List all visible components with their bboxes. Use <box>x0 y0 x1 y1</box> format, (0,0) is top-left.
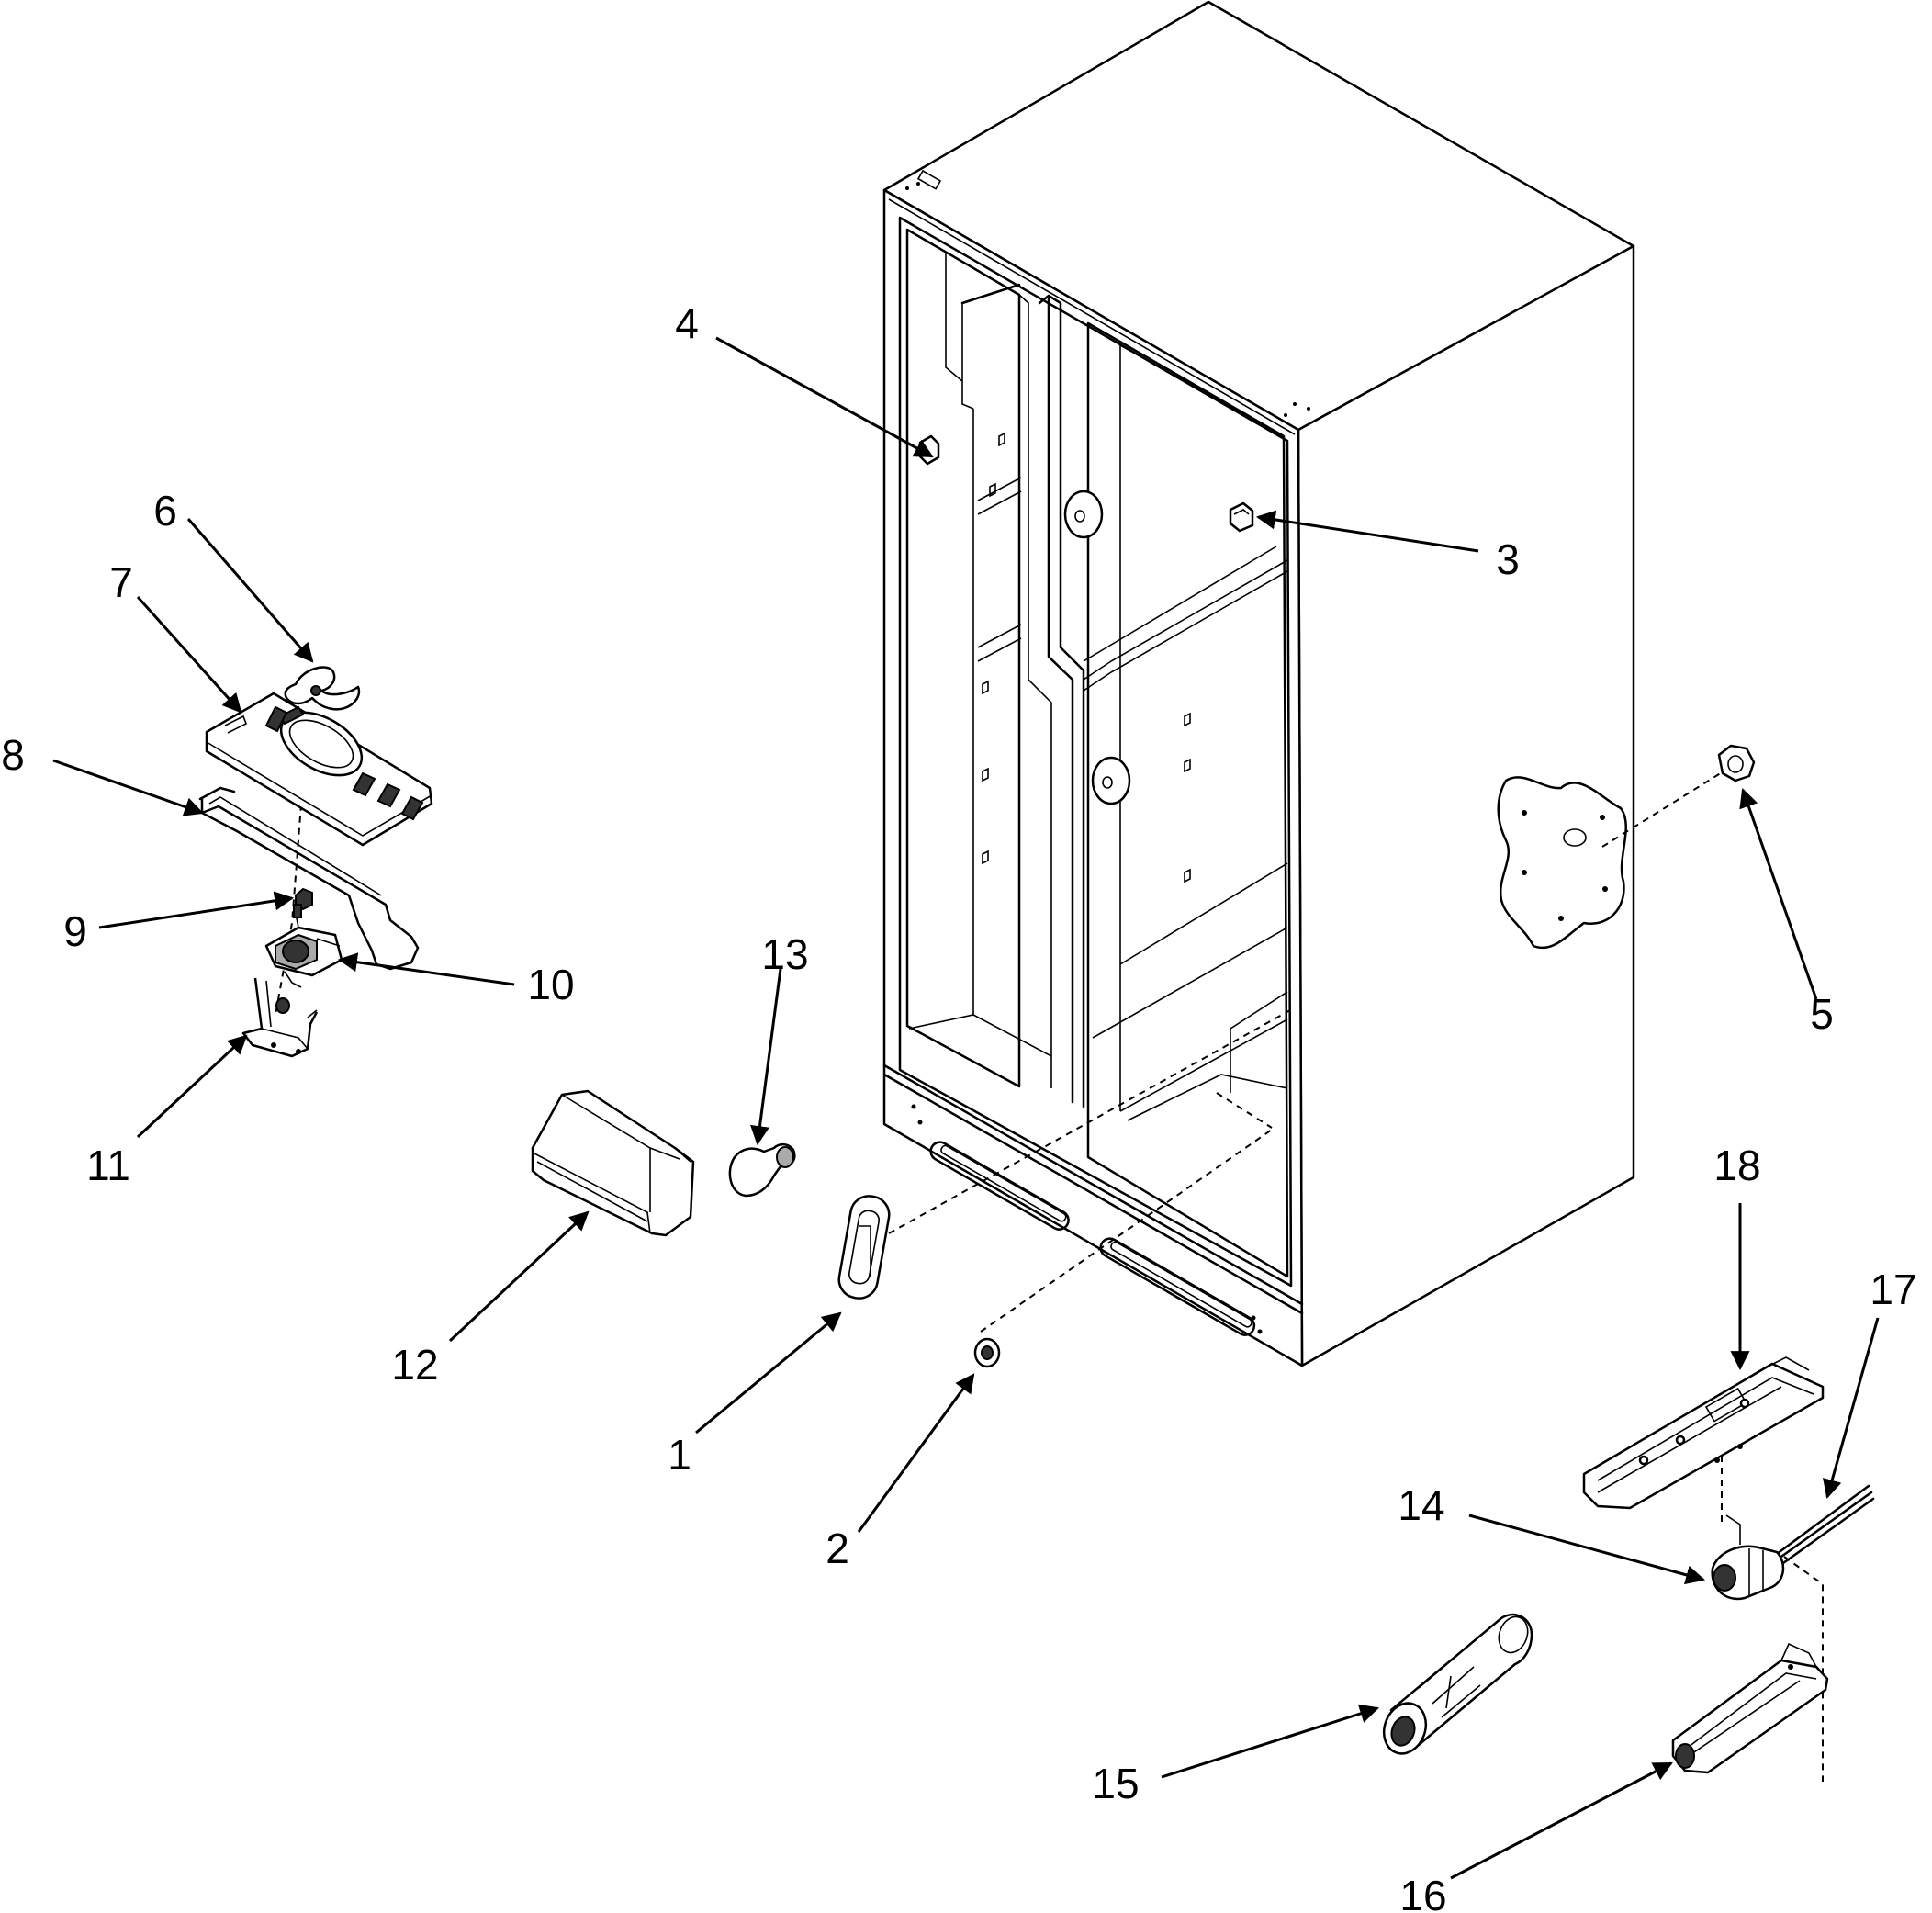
callout-6: 6 <box>153 487 177 535</box>
part-1-light-housing <box>837 1195 891 1300</box>
leader-lines <box>52 336 1880 1880</box>
part-2-grommet <box>973 1337 1001 1368</box>
callout-18: 18 <box>1713 1142 1760 1189</box>
part-3-clip <box>1229 501 1254 533</box>
callout-5: 5 <box>1810 990 1834 1038</box>
callout-15: 15 <box>1092 1760 1139 1807</box>
part-16-filter-housing-bottom <box>1671 1642 1829 1774</box>
part-11-motor-bracket <box>242 977 319 1058</box>
assembly-lines <box>275 720 1824 1782</box>
part-7-fan-bracket <box>205 692 433 847</box>
callout-11: 11 <box>86 1142 130 1189</box>
part-12-light-shield <box>531 1089 695 1237</box>
part-6-fan-blade <box>284 666 361 711</box>
callout-3: 3 <box>1496 535 1520 583</box>
callout-17: 17 <box>1870 1266 1916 1313</box>
callout-labels: 4 3 5 6 7 8 9 10 11 12 13 1 2 18 17 14 1… <box>1 299 1916 1913</box>
callout-2: 2 <box>826 1525 849 1572</box>
part-13-light-bulb <box>728 1142 796 1198</box>
part-14-filter-head <box>1711 1514 1785 1601</box>
callout-1: 1 <box>668 1431 691 1479</box>
part-8-wire-frame <box>198 786 420 971</box>
part-18-filter-housing-top <box>1582 1356 1825 1510</box>
part-10-fan-motor <box>264 904 343 988</box>
part-15-water-filter <box>1382 1613 1533 1755</box>
callout-16: 16 <box>1399 1872 1446 1913</box>
callout-4: 4 <box>675 299 699 347</box>
callout-10: 10 <box>527 961 574 1008</box>
part-17-water-tube <box>1769 1484 1875 1574</box>
callout-7: 7 <box>109 558 133 606</box>
callout-9: 9 <box>63 907 87 955</box>
callout-13: 13 <box>761 930 808 978</box>
callout-8: 8 <box>1 731 25 779</box>
part-5-nut <box>1717 744 1756 782</box>
callout-12: 12 <box>391 1341 438 1389</box>
refrigerator-cabinet <box>882 0 1635 1367</box>
callout-14: 14 <box>1398 1481 1444 1529</box>
